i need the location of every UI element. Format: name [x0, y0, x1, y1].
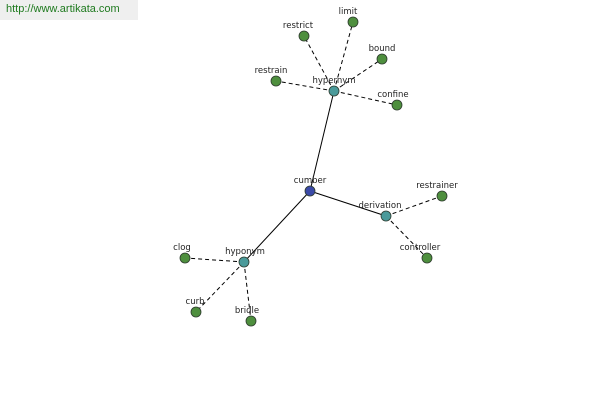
node-label-hypernym: hypernym	[312, 76, 355, 86]
edge-hyponym-curb	[195, 261, 245, 313]
node-cumber[interactable]: cumber	[294, 176, 327, 197]
node-circle-restrain[interactable]	[270, 75, 282, 87]
node-controller[interactable]: controller	[400, 243, 441, 264]
edge-hypernym-restrict	[303, 35, 335, 92]
node-bound[interactable]: bound	[369, 44, 396, 65]
node-circle-cumber[interactable]	[304, 185, 316, 197]
node-circle-clog[interactable]	[179, 252, 191, 264]
node-circle-curb[interactable]	[190, 306, 202, 318]
node-circle-restrict[interactable]	[298, 30, 310, 42]
node-hypernym[interactable]: hypernym	[312, 76, 356, 97]
node-bridle[interactable]: bridle	[235, 306, 259, 327]
node-label-confine: confine	[377, 90, 408, 100]
node-label-bridle: bridle	[235, 306, 259, 316]
node-restrict[interactable]: restrict	[283, 21, 314, 42]
node-circle-hypernym[interactable]	[328, 85, 340, 97]
node-confine[interactable]: confine	[377, 90, 409, 111]
node-label-controller: controller	[400, 243, 441, 253]
node-circle-bound[interactable]	[376, 53, 388, 65]
nodes-layer: cumber hypernym derivation hyponym limit rest…	[173, 7, 458, 327]
node-label-restrict: restrict	[283, 21, 314, 31]
node-circle-restrainer[interactable]	[436, 190, 448, 202]
node-label-derivation: derivation	[358, 201, 401, 211]
node-clog[interactable]: clog	[173, 243, 191, 264]
node-label-limit: limit	[339, 7, 358, 17]
node-label-bound: bound	[369, 44, 396, 54]
node-label-curb: curb	[186, 297, 205, 307]
node-label-restrainer: restrainer	[416, 181, 458, 191]
node-derivation[interactable]: derivation	[358, 201, 402, 222]
edge-hypernym-confine	[333, 90, 398, 106]
edge-derivation-restrainer	[385, 195, 443, 217]
edge-cumber-hypernym	[309, 90, 335, 192]
node-circle-hyponym[interactable]	[238, 256, 250, 268]
node-label-cumber: cumber	[294, 176, 327, 186]
node-restrainer[interactable]: restrainer	[416, 181, 458, 202]
edges-layer	[184, 21, 443, 322]
node-circle-controller[interactable]	[421, 252, 433, 264]
edge-cumber-hyponym	[243, 190, 311, 263]
node-circle-limit[interactable]	[347, 16, 359, 28]
node-label-restrain: restrain	[255, 66, 288, 76]
edge-hypernym-restrain	[275, 80, 335, 92]
edge-cumber-derivation	[309, 190, 387, 217]
node-restrain[interactable]: restrain	[255, 66, 288, 87]
edge-hypernym-bound	[333, 58, 383, 92]
node-circle-derivation[interactable]	[380, 210, 392, 222]
node-limit[interactable]: limit	[339, 7, 359, 28]
node-label-hyponym: hyponym	[225, 247, 265, 257]
node-curb[interactable]: curb	[186, 297, 205, 318]
node-circle-confine[interactable]	[391, 99, 403, 111]
node-hyponym[interactable]: hyponym	[225, 247, 265, 268]
edge-hyponym-clog	[184, 257, 245, 263]
edge-derivation-controller	[385, 215, 428, 259]
node-label-clog: clog	[173, 243, 191, 253]
node-circle-bridle[interactable]	[245, 315, 257, 327]
edge-hyponym-bridle	[243, 261, 252, 322]
edge-hypernym-limit	[333, 21, 354, 92]
site-url-link[interactable]: http://www.artikata.com	[0, 0, 138, 20]
